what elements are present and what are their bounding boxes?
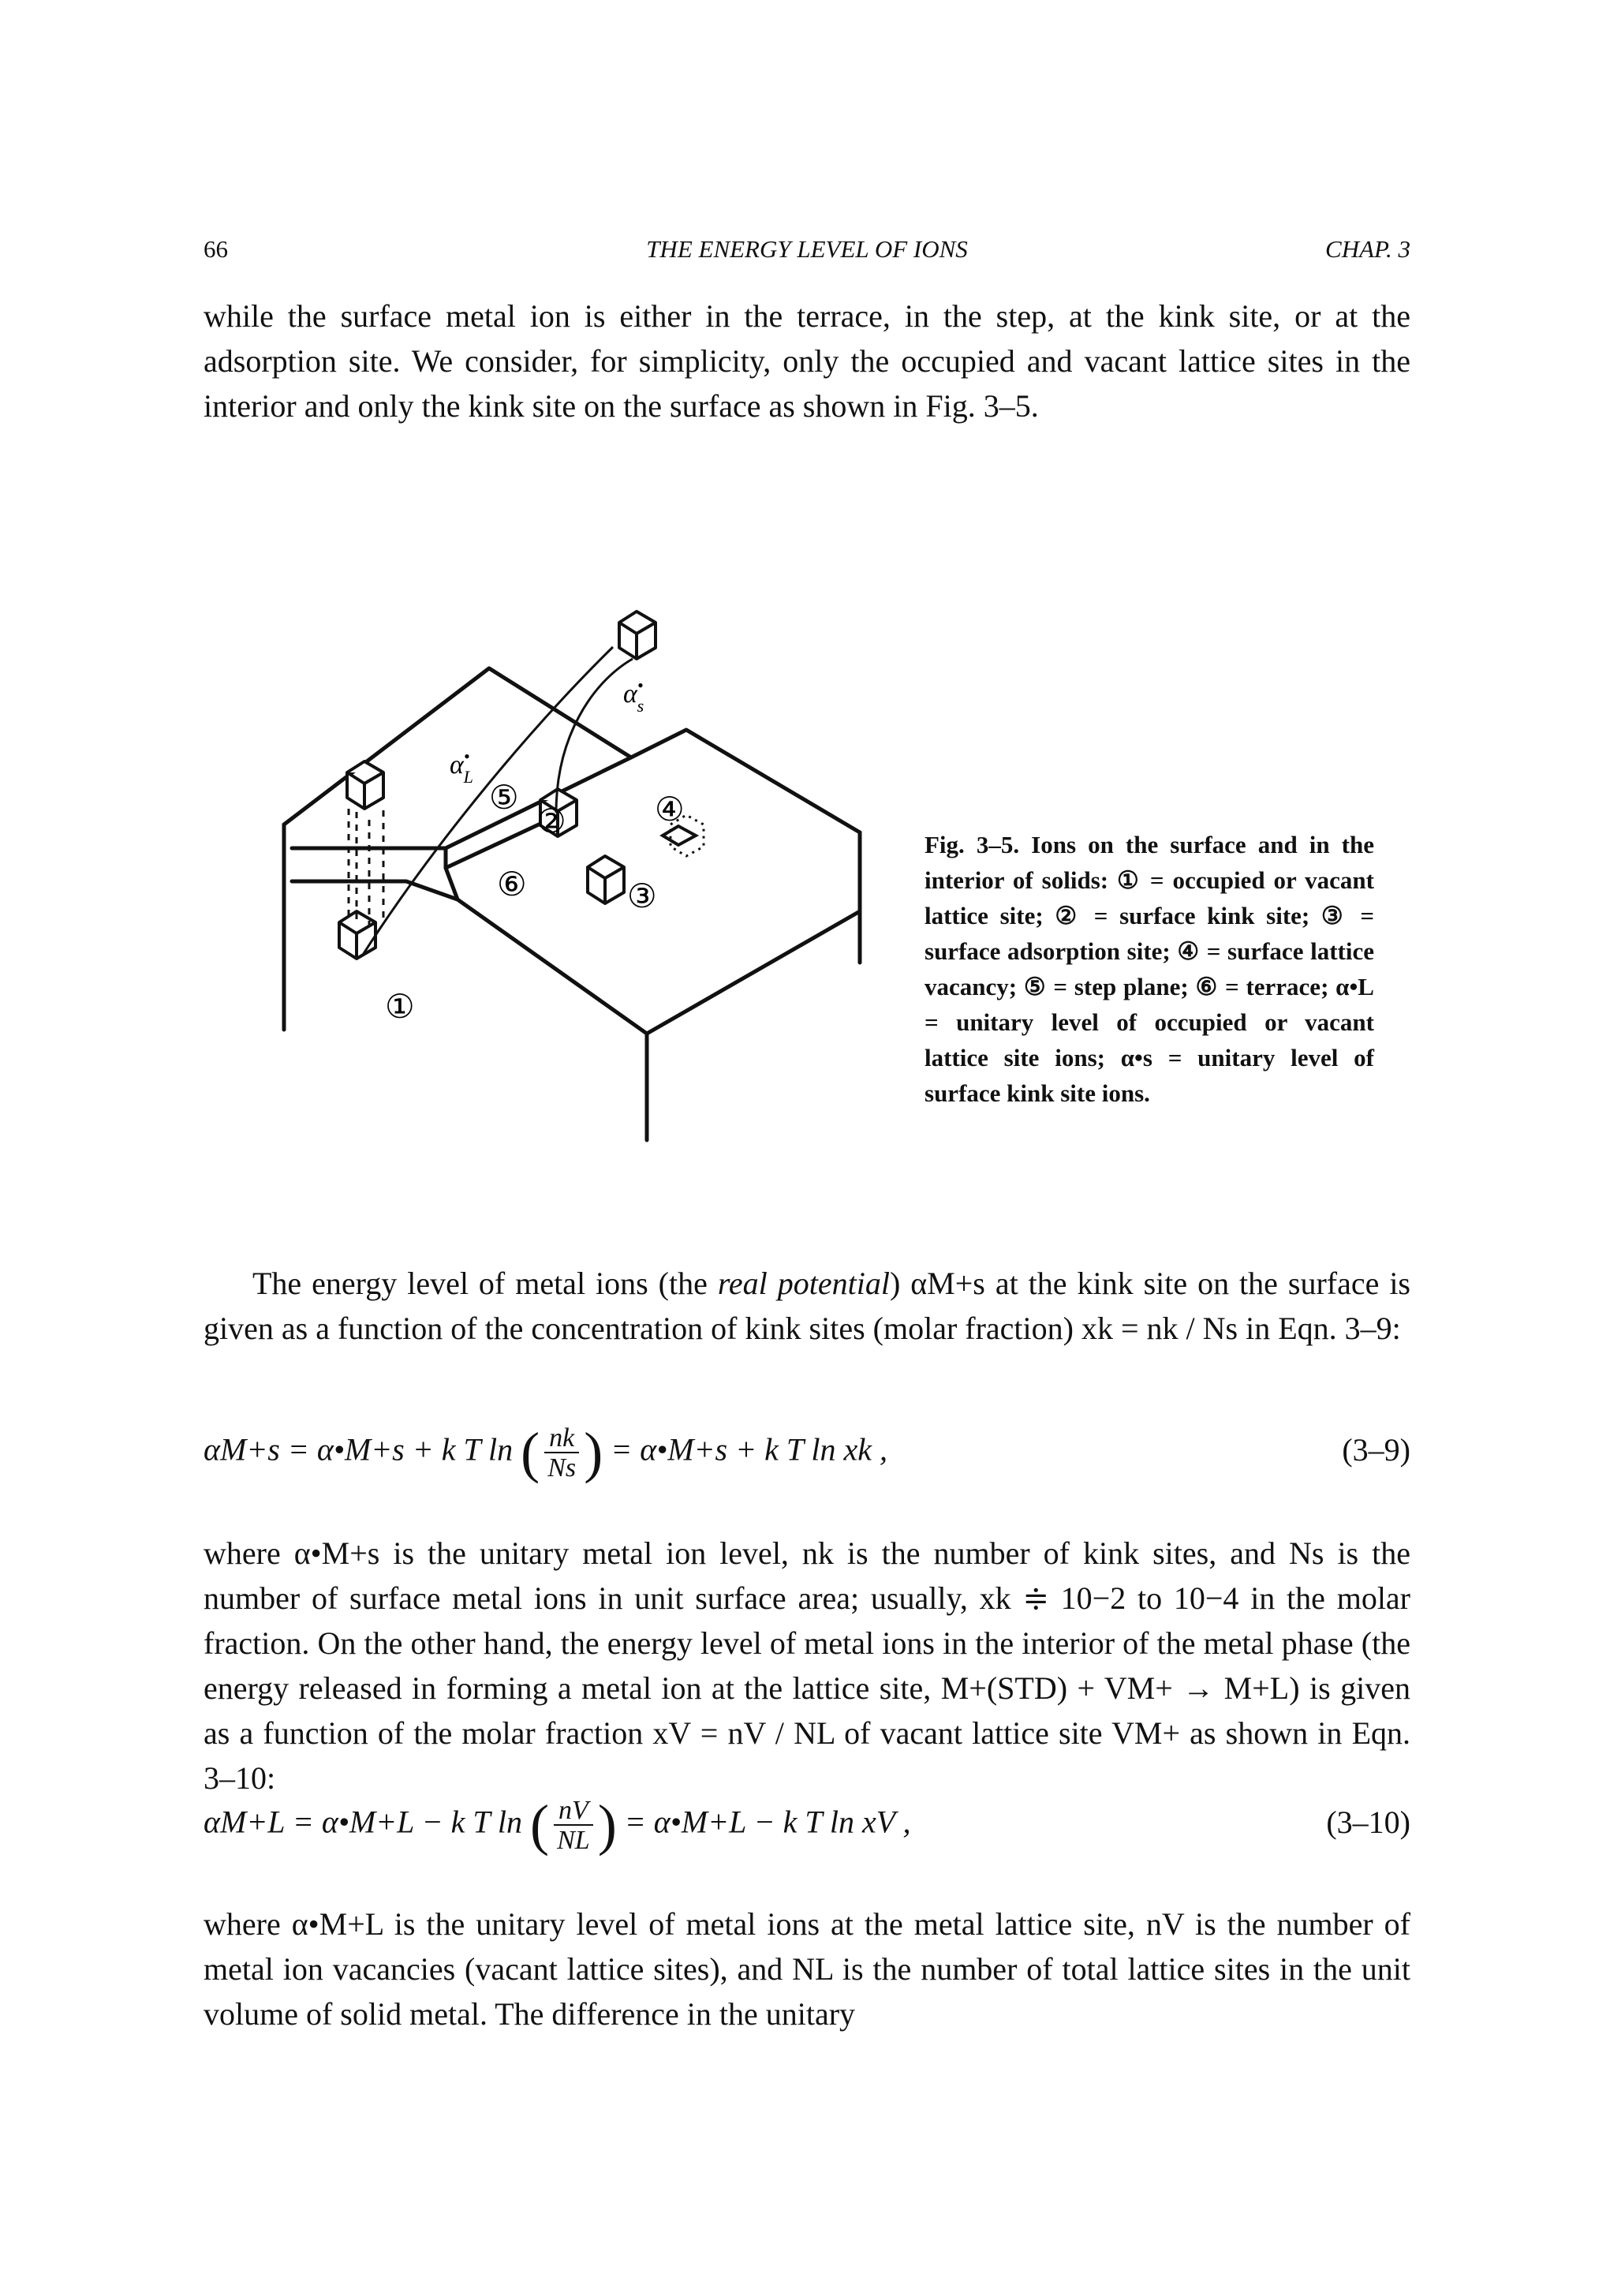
- eq1-frac-num: nk: [544, 1424, 580, 1453]
- paragraph-3: where α•M+s is the unitary metal ion lev…: [204, 1535, 1410, 1796]
- figure-3-5-diagram: α•L α•s ① ② ③ ④ ⑤ ⑥: [282, 610, 862, 1142]
- eq2-number: (3–10): [1326, 1804, 1410, 1840]
- site-label-1: ①: [385, 989, 415, 1026]
- chapter-label: CHAP. 3: [1325, 235, 1410, 263]
- caption-label: Fig. 3–5.: [925, 831, 1020, 858]
- paragraph-2: The energy level of metal ions (the real…: [204, 1266, 1410, 1346]
- alpha-L-label: α•L: [450, 746, 473, 787]
- site-label-3: ③: [627, 879, 657, 915]
- site-label-5: ⑤: [489, 780, 519, 817]
- site-label-2: ②: [536, 804, 566, 840]
- alpha-L-arc: [361, 645, 614, 955]
- caption-text: Ions on the surface and in the interior …: [925, 831, 1374, 1107]
- figure-caption: Fig. 3–5. Ions on the surface and in the…: [925, 827, 1374, 1111]
- vacancy-dotted-cube: [659, 813, 705, 858]
- eq1-number: (3–9): [1342, 1432, 1410, 1468]
- eq1-rhs: = α•M+s + k T ln xk ,: [611, 1431, 887, 1468]
- eq2-frac-den: NL: [557, 1825, 590, 1855]
- step-top-front: [443, 755, 633, 851]
- paragraph-4: where α•M+L is the unitary level of meta…: [204, 1906, 1410, 2032]
- terrace-front-left: [290, 879, 460, 902]
- eq2-lhs: αM+L = α•M+L − k T ln: [204, 1804, 523, 1840]
- page-header: 66 THE ENERGY LEVEL OF IONS CHAP. 3: [204, 235, 1410, 275]
- running-title: THE ENERGY LEVEL OF IONS: [646, 235, 968, 263]
- alpha-s-label: α•s: [623, 675, 644, 716]
- eq2-rhs: = α•M+L − k T ln xV ,: [624, 1804, 911, 1840]
- alpha-s-arc: [555, 657, 633, 813]
- surface-lattice-cube: [346, 760, 385, 810]
- eq1-frac-den: Ns: [547, 1453, 577, 1483]
- site-label-6: ⑥: [497, 867, 527, 903]
- page-number: 66: [204, 235, 228, 263]
- eq1-lhs: αM+s = α•M+s + k T ln: [204, 1431, 514, 1468]
- lower-terrace-edge: [443, 866, 862, 1036]
- floating-kink-cube: [618, 610, 657, 660]
- eq2-frac-num: nV: [554, 1797, 593, 1826]
- paragraph-1: while the surface metal ion is either in…: [204, 298, 1410, 424]
- site-label-4: ④: [655, 792, 685, 828]
- adsorption-cube: [586, 854, 626, 905]
